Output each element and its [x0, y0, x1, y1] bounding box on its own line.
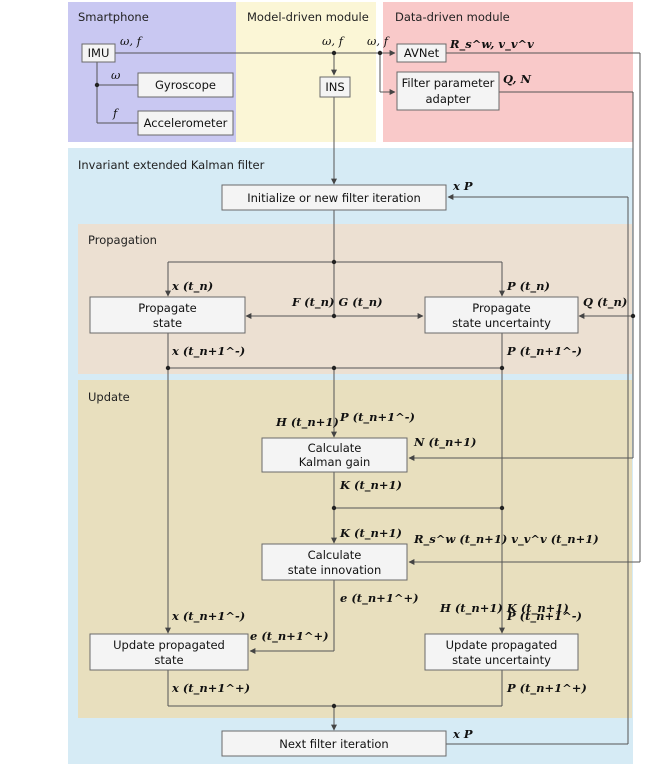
p-prior-update-label: P (t_n+1^-) [506, 609, 582, 624]
propagate-state-block: Propagate state [89, 296, 246, 334]
propagate-state-line-2: state [153, 316, 182, 330]
init-label: Initialize or new filter iteration [247, 191, 421, 205]
p-propagated-label: P (t_n+1^-) [506, 344, 582, 359]
model-module-title: Model-driven module [247, 10, 369, 24]
p-tn-label: P (t_n) [506, 279, 550, 294]
propagate-uncertainty-line-1: Propagate [472, 301, 531, 315]
model-module-region [236, 2, 376, 142]
update-uncertainty-block: Update propagated state uncertainty [424, 633, 579, 671]
f-label: f [112, 106, 119, 120]
accelerometer-label: Accelerometer [144, 116, 228, 130]
xp-next-label: x P [452, 727, 473, 741]
xp-feedback-label: x P [452, 179, 473, 193]
filter-adapter-line-1: Filter parameter [402, 76, 495, 90]
q-tn-label: Q (t_n) [583, 295, 627, 310]
ins-label: INS [325, 80, 344, 94]
next-iteration-label: Next filter iteration [279, 737, 388, 751]
r-v-label: R_s^w (t_n+1) v_v^v (t_n+1) [413, 532, 599, 547]
h-tn1-label: H (t_n+1) [275, 415, 339, 430]
e-input-label: e (t_n+1^+) [250, 629, 329, 644]
data-input-label: ω, f [367, 34, 390, 48]
update-state-line-2: state [154, 653, 183, 667]
update-title: Update [88, 390, 130, 404]
adapter-output-label: Q, N [503, 72, 531, 86]
propagate-uncertainty-line-2: state uncertainty [452, 316, 551, 330]
update-uncertainty-line-2: state uncertainty [452, 653, 551, 667]
x-propagated-label: x (t_n+1^-) [171, 344, 245, 359]
update-state-line-1: Update propagated [113, 638, 225, 652]
k-tn1-label: K (t_n+1) [339, 478, 402, 493]
gyroscope-label: Gyroscope [155, 78, 216, 92]
p-prior-label: P (t_n+1^-) [339, 410, 415, 425]
kalman-gain-line-1: Calculate [308, 441, 362, 455]
filter-adapter-line-2: adapter [425, 92, 470, 106]
x-tn-label: x (t_n) [171, 279, 213, 294]
avnet-block: AVNet [396, 43, 447, 63]
data-module-title: Data-driven module [395, 10, 510, 24]
propagation-title: Propagation [88, 233, 157, 247]
next-iteration-block: Next filter iteration [221, 730, 447, 757]
gyroscope-block: Gyroscope [137, 72, 234, 98]
ins-input-label: ω, f [322, 34, 345, 48]
propagate-uncertainty-block: Propagate state uncertainty [424, 296, 579, 334]
e-innovation-label: e (t_n+1^+) [340, 591, 419, 606]
kalman-gain-line-2: Kalman gain [299, 455, 371, 469]
imu-block: IMU [81, 43, 116, 63]
k-tn1-innovation-label: K (t_n+1) [339, 526, 402, 541]
x-prior-label: x (t_n+1^-) [171, 609, 245, 624]
junction-dots [94, 50, 636, 709]
kalman-gain-block: Calculate Kalman gain [261, 437, 408, 473]
x-updated-label: x (t_n+1^+) [171, 681, 250, 696]
propagate-state-line-1: Propagate [138, 301, 197, 315]
p-updated-label: P (t_n+1^+) [506, 681, 587, 696]
update-state-block: Update propagated state [89, 633, 249, 671]
innovation-line-1: Calculate [308, 548, 362, 562]
innovation-block: Calculate state innovation [261, 543, 408, 581]
accelerometer-block: Accelerometer [137, 110, 234, 136]
f-g-label: F (t_n) G (t_n) [291, 295, 383, 310]
wires [96, 50, 641, 745]
avnet-label: AVNet [404, 46, 440, 60]
omega-label: ω [111, 68, 121, 82]
update-uncertainty-line-1: Update propagated [446, 638, 558, 652]
n-tn1-label: N (t_n+1) [413, 435, 476, 450]
innovation-line-2: state innovation [288, 563, 381, 577]
ins-block: INS [319, 76, 351, 98]
smartphone-title: Smartphone [78, 10, 149, 24]
filter-adapter-block: Filter parameter adapter [396, 71, 500, 111]
imu-label: IMU [88, 46, 110, 60]
iekf-title: Invariant extended Kalman filter [78, 158, 265, 172]
imu-output-label: ω, f [120, 34, 143, 48]
init-block: Initialize or new filter iteration [221, 184, 447, 211]
avnet-output-label: R_s^w, v_v^v [449, 37, 534, 52]
h-k-label: H (t_n+1) K (t_n+1) [439, 601, 569, 616]
